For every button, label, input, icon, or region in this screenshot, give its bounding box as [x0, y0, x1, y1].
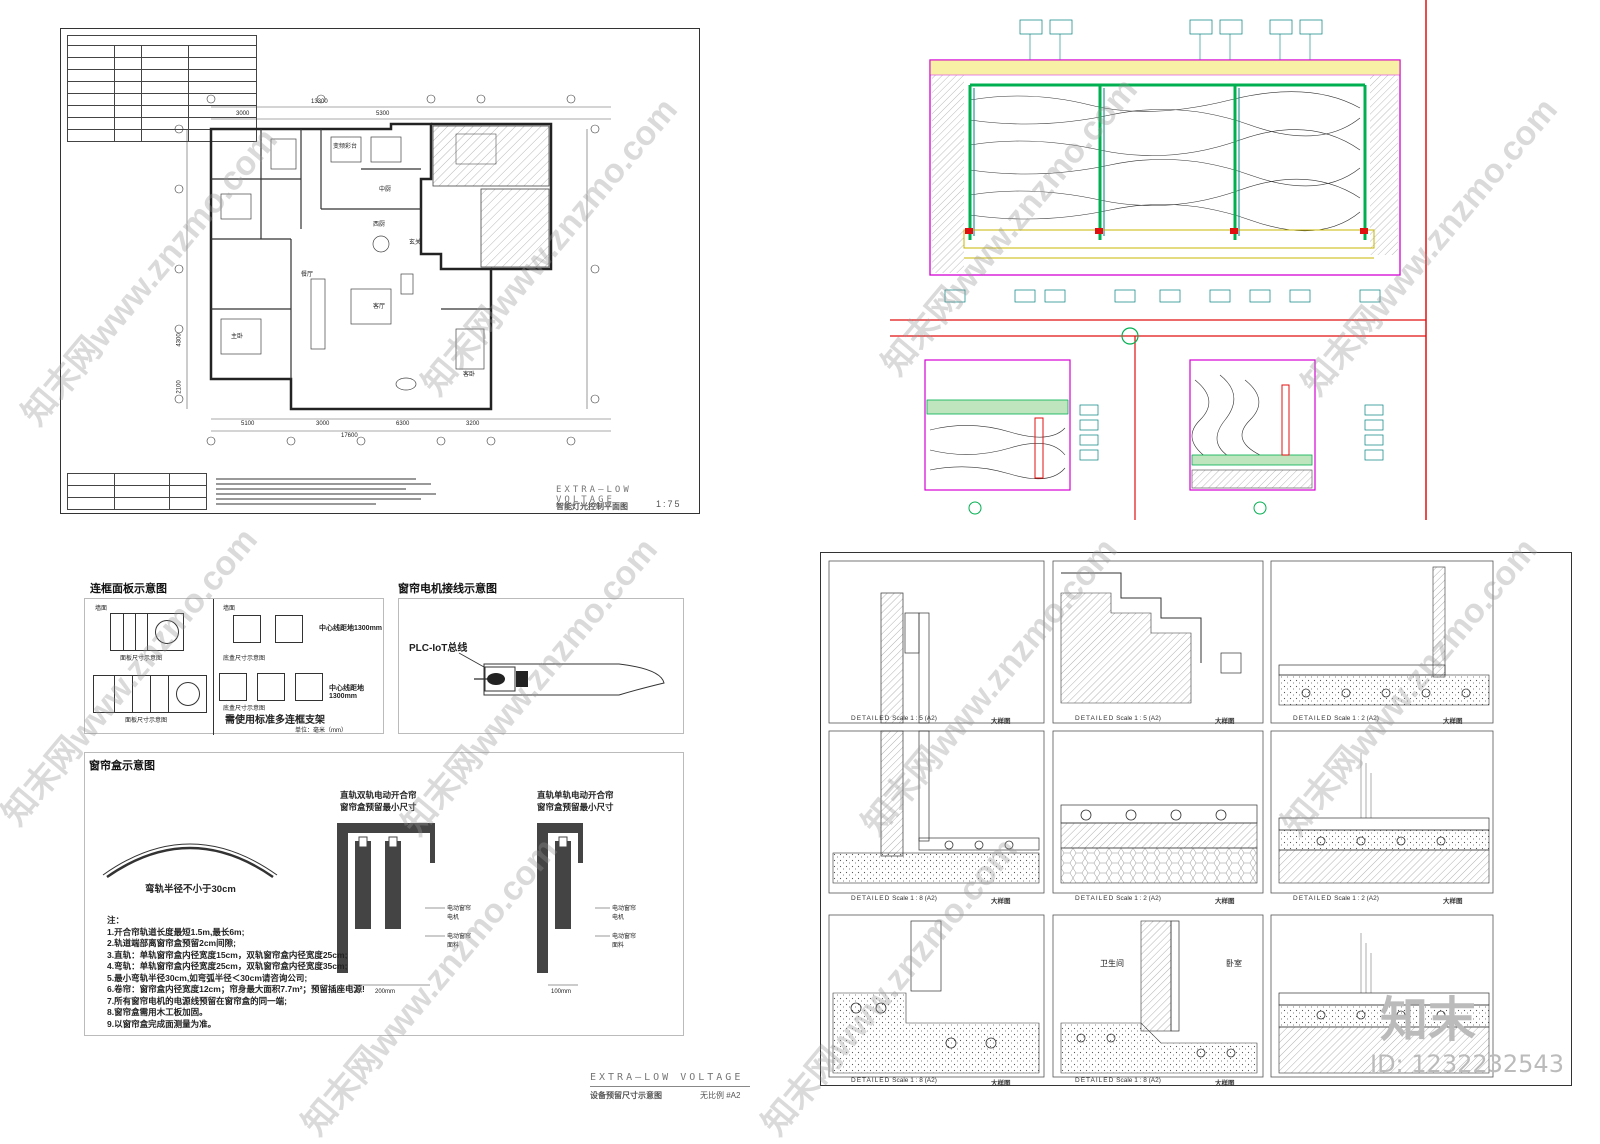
box-e: [295, 673, 323, 701]
dim-bottom-3: 17600: [341, 433, 358, 439]
lighting-plan-sheet: 13300 3000 5300 5100 3000 17600 6300 320…: [60, 28, 700, 514]
motor-title: 窗帘电机接线示意图: [398, 583, 497, 595]
detail-caption: DETAILED Scale 1 : 2 (A2)大样图: [1293, 715, 1463, 725]
detail-sheet: DETAILED Scale 1 : 5 (A2)大样图 DETAILED Sc…: [820, 552, 1572, 1087]
box-size-label-1: 底盒尺寸示意图: [223, 656, 266, 662]
dim-left-1: 4300: [176, 333, 183, 347]
curtain-box-panel: 窗帘盒示意图 弯轨半径不小于30cm 直轨双轨电动开合帘 窗帘盒预留最小尺寸 直…: [84, 752, 684, 1036]
box-d: [257, 673, 285, 701]
dim-bottom-2: 3000: [316, 421, 330, 427]
bathroom-label: 卫生间: [1097, 957, 1127, 970]
room-label: 变频彩台: [333, 144, 358, 150]
double-title-2: 窗帘盒预留最小尺寸: [340, 802, 417, 812]
two-gang-panel: [110, 613, 184, 651]
detail-caption: DETAILED Scale 1 : 5 (A2)大样图: [1075, 715, 1235, 725]
legend-table: [67, 473, 207, 510]
box-a: [233, 615, 261, 643]
note-line: 1.开合帘轨道长度最短1.5m,最长6m;: [107, 926, 245, 937]
single-title-2: 窗帘盒预留最小尺寸: [537, 802, 614, 812]
note-line: 9.以窗帘盒完成面测量为准。: [107, 1018, 217, 1029]
dim-bottom-5: 3200: [466, 421, 480, 427]
note-line: 7.所有窗帘电机的电源线预留在窗帘盒的同一端;: [107, 995, 287, 1006]
detail-caption: DETAILED Scale 1 : 8 (A2)大样图: [1075, 1077, 1235, 1087]
room-label: 主卧: [231, 334, 244, 340]
panel-size-label-1: 面板尺寸示意图: [120, 656, 163, 662]
panel-size-label-2: 面板尺寸示意图: [125, 718, 168, 724]
detail-caption: DETAILED Scale 1 : 8 (A2)大样图: [851, 1077, 1011, 1087]
room-label: 客卧: [463, 372, 476, 378]
detail-caption: DETAILED Scale 1 : 2 (A2)大样图: [1293, 895, 1463, 905]
sheet2-scale: 无比例 #A2: [700, 1091, 741, 1100]
note-line: 5.最小弯轨半径30cm,如弯弧半径＜30cm请咨询公司;: [107, 972, 308, 983]
box-c: [219, 673, 247, 701]
detail-grid-svg: [828, 560, 1494, 1078]
brand-logo: 知末: [1380, 994, 1477, 1047]
curtain-notes: 注： 1.开合帘轨道长度最短1.5m,最长6m; 2.轨道端部离窗帘盒预留2cm…: [107, 915, 367, 1030]
room-label: 餐厅: [301, 272, 314, 278]
fabric-label-double: 电动窗帘面料: [447, 934, 472, 949]
fabric-label-single: 电动窗帘面料: [612, 934, 637, 949]
dim-left-2: 2100: [176, 380, 183, 394]
dim-single: 100mm: [551, 989, 572, 995]
center-line-2: 中心线距地1300mm: [329, 685, 364, 700]
dim-top-1: 13300: [311, 99, 328, 105]
panel-frame-box: 墙面 墙面 面板尺寸示意图 面板尺寸示意图 底盒尺寸示意图 底盒尺寸示意图 中心…: [84, 598, 384, 735]
note-line: 8.窗帘盒需用木工板加固。: [107, 1007, 208, 1017]
note-line: 4.弯轨：单轨窗帘盒内径宽度25cm，双轨窗帘盒内径宽度35cm;: [107, 961, 348, 971]
motor-label-double: 电动窗帘电机: [447, 906, 472, 921]
wall-section-drawing: [890, 0, 1430, 520]
sheet1-title-cn: 智能灯光控制平面图: [556, 502, 628, 511]
sheet1-scale: 1:75: [656, 499, 682, 509]
detail-caption: DETAILED Scale 1 : 5 (A2)大样图: [851, 715, 1011, 725]
curtain-box-svg: [102, 823, 610, 986]
floor-plan: [174, 94, 611, 446]
motor-label-single: 电动窗帘电机: [612, 906, 637, 921]
box-size-label-2: 底盒尺寸示意图: [223, 706, 266, 712]
motor-svg: [458, 652, 665, 696]
detail-caption: DETAILED Scale 1 : 8 (A2)大样图: [851, 895, 1011, 905]
double-title-1: 直轨双轨电动开合帘: [340, 790, 417, 800]
note-line: 注：: [107, 915, 125, 925]
wall-label-2: 墙面: [223, 606, 236, 612]
center-line-1: 中心线距地1300mm: [319, 625, 383, 632]
curtain-box-title: 窗帘盒示意图: [89, 760, 155, 772]
room-label: 客厅: [373, 304, 386, 310]
wall-elevation-svg: [890, 0, 1427, 520]
panel-frame-title: 连框面板示意图: [90, 583, 167, 595]
sheet2-divider: [590, 1086, 750, 1087]
bracket-note: 需使用标准多连框支架: [225, 715, 325, 726]
note-line: 2.轨道端部离窗帘盒预留2cm间隙;: [107, 938, 236, 948]
sheet2-title-en: EXTRA—LOW VOLTAGE: [590, 1072, 744, 1083]
note-line: 3.直轨：单轨窗帘盒内径宽度15cm，双轨窗帘盒内径宽度25cm;: [107, 949, 348, 960]
unit-label: 单位：毫米（mm）: [295, 728, 347, 734]
wall-label-1: 墙面: [95, 606, 108, 612]
box-b: [275, 615, 303, 643]
id-label: ID: 1232232543: [1370, 1050, 1564, 1078]
dim-bottom-1: 5100: [241, 421, 255, 427]
room-label: 中厨: [379, 187, 392, 193]
room-label: 西厨: [373, 222, 386, 228]
dim-double: 200mm: [375, 989, 396, 995]
four-gang-panel: [93, 675, 207, 713]
bedroom-label: 卧室: [1223, 957, 1245, 970]
notes-block: [216, 475, 446, 508]
motor-box: PLC-IoT总线: [398, 598, 684, 734]
dim-bottom-4: 6300: [396, 421, 410, 427]
dim-top-2: 3000: [236, 111, 250, 117]
room-label: 玄关: [409, 240, 422, 246]
sheet1-title-en: EXTRA—LOW VOLTAGE: [556, 485, 632, 505]
single-title-1: 直轨单轨电动开合帘: [537, 790, 614, 800]
curve-label: 弯轨半径不小于30cm: [145, 884, 236, 895]
detail-caption: DETAILED Scale 1 : 2 (A2)大样图: [1075, 895, 1235, 905]
note-line: 6.卷帘：窗帘盒内径宽度12cm；帘身最大面积7.7m²；预留插座电源!: [107, 984, 365, 994]
sheet2-title-cn: 设备预留尺寸示意图: [590, 1091, 662, 1100]
bus-label: PLC-IoT总线: [409, 643, 468, 654]
dim-top-3: 5300: [376, 111, 390, 117]
